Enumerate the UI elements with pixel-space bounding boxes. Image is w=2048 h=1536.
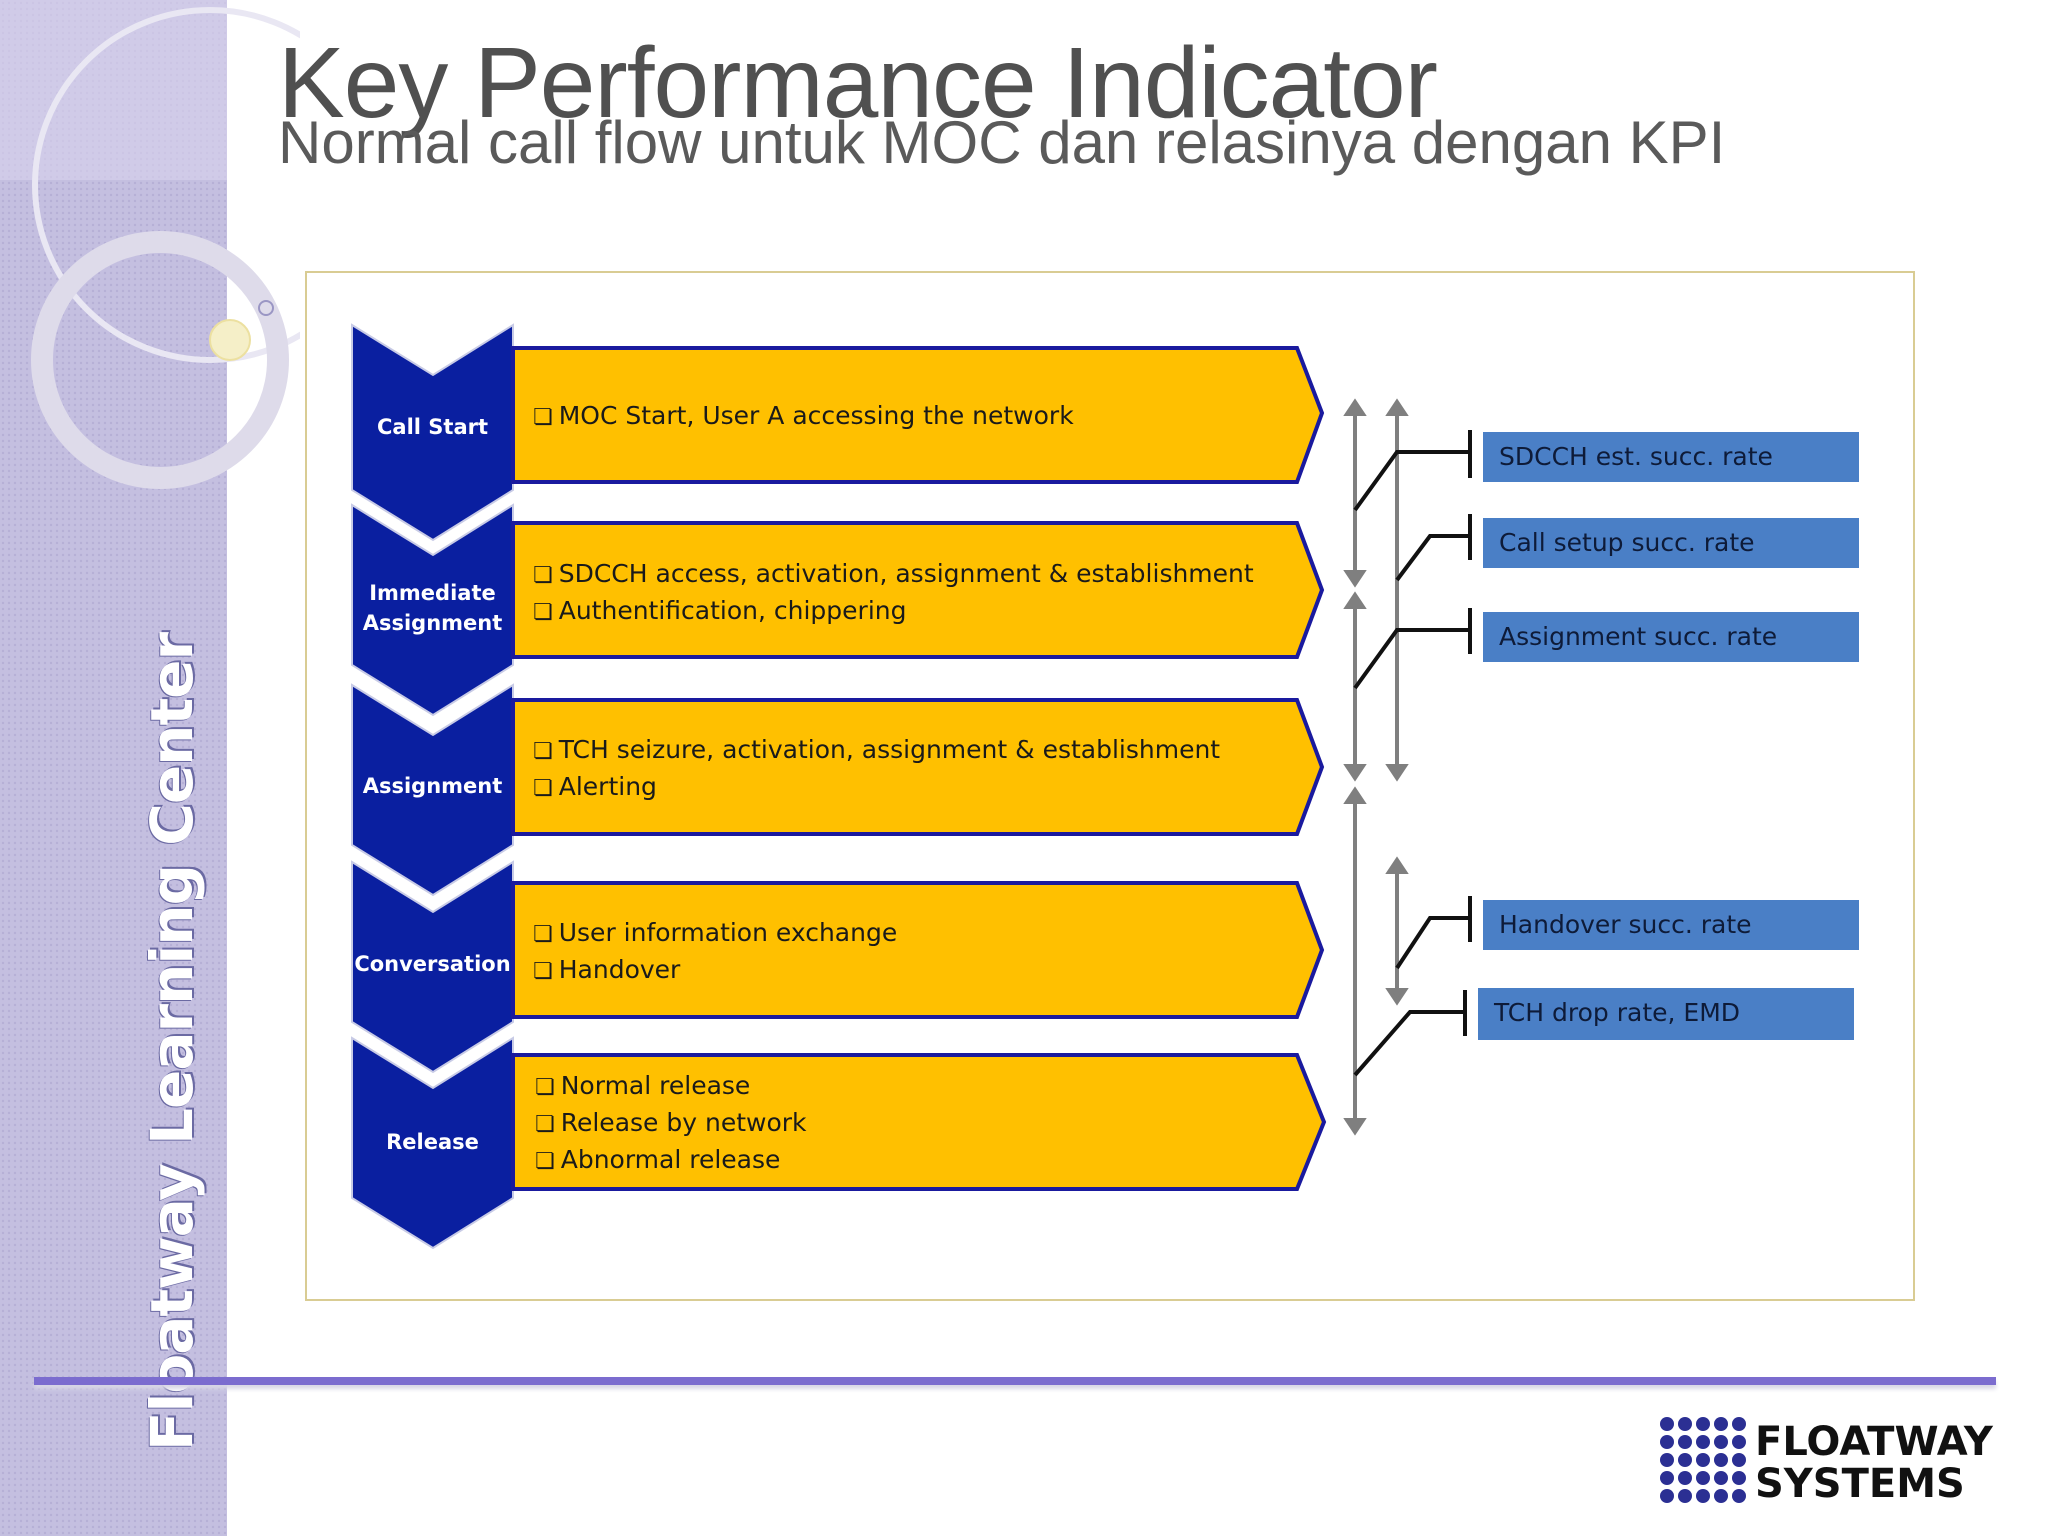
list-item: Authentification, chippering: [533, 593, 1254, 630]
stage-label-release: Release: [386, 1130, 479, 1154]
stage-label-text: Immediate Assignment: [362, 581, 503, 635]
stage-bullets-release: Normal release Release by network Abnorm…: [535, 1068, 807, 1179]
logo-mark-icon: [1660, 1417, 1746, 1503]
list-item: TCH seizure, activation, assignment & es…: [533, 732, 1220, 769]
logo-text-line1: FLOATWAY: [1755, 1419, 1993, 1465]
stage-label-conversation: Conversation: [354, 952, 511, 976]
stage-label-assignment: Assignment: [362, 774, 503, 798]
kpi-assignment-succ-rate: Assignment succ. rate: [1483, 612, 1859, 662]
floatway-logo: FLOATWAY SYSTEMS: [1655, 1410, 1995, 1510]
page-title: Key Performance Indicator: [278, 27, 1438, 139]
kpi-connectors: [1353, 430, 1472, 1077]
list-item: Release by network: [535, 1105, 807, 1142]
stage-bullets-immediate-assignment: SDCCH access, activation, assignment & e…: [533, 556, 1254, 630]
page-subtitle: Normal call flow untuk MOC dan relasinya…: [278, 109, 1726, 176]
kpi-call-setup-succ-rate: Call setup succ. rate: [1483, 518, 1859, 568]
stage-label-call-start: Call Start: [376, 415, 489, 439]
list-item: User information exchange: [533, 915, 897, 952]
list-item: Alerting: [533, 769, 1220, 806]
kpi-sdcch-est-succ-rate: SDCCH est. succ. rate: [1483, 432, 1859, 482]
decorative-rings: [31, 7, 300, 489]
footer-divider: [34, 1377, 1996, 1385]
logo-text-line2: SYSTEMS: [1755, 1461, 1965, 1507]
stage-bullets-call-start: MOC Start, User A accessing the network: [533, 398, 1074, 435]
list-item: SDCCH access, activation, assignment & e…: [533, 556, 1254, 593]
list-item: MOC Start, User A accessing the network: [533, 398, 1074, 435]
kpi-tch-drop-rate: TCH drop rate, EMD: [1478, 988, 1854, 1040]
stage-bullets-assignment: TCH seizure, activation, assignment & es…: [533, 732, 1220, 806]
stage-label-immediate-assignment: Immediate Assignment: [352, 578, 513, 638]
list-item: Handover: [533, 952, 897, 989]
range-arrows: [1343, 398, 1409, 1136]
list-item: Abnormal release: [535, 1142, 807, 1179]
kpi-handover-succ-rate: Handover succ. rate: [1483, 900, 1859, 950]
stage-bullets-conversation: User information exchange Handover: [533, 915, 897, 989]
list-item: Normal release: [535, 1068, 807, 1105]
title-block: Key Performance Indicator Normal call fl…: [278, 28, 1778, 248]
